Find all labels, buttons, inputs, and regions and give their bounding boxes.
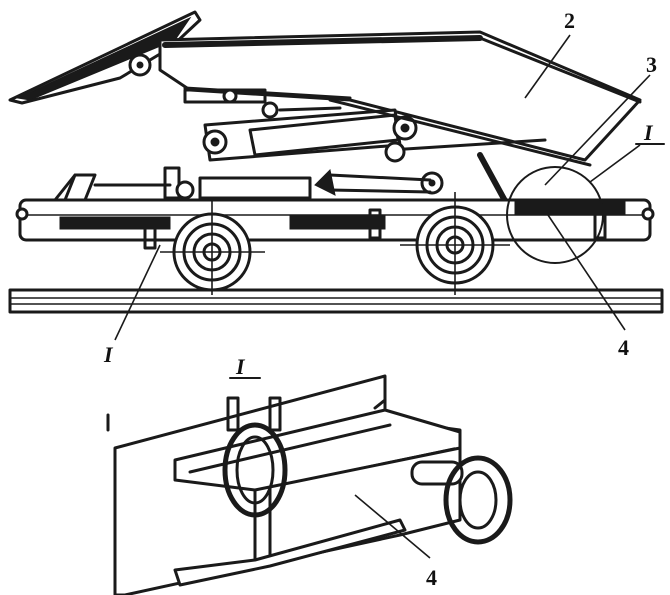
detail-leader-line <box>354 494 431 559</box>
detail-title: I <box>229 354 261 379</box>
label-part-3: 3 <box>646 52 657 77</box>
detail-chain-link-vertical <box>222 396 288 518</box>
linkage-arms <box>314 98 592 213</box>
detail-ref-bottom: I <box>103 342 114 367</box>
label-part-4-main: 4 <box>618 335 629 360</box>
wheel-left <box>160 200 265 295</box>
hydraulic-cylinder <box>202 101 418 162</box>
rail <box>8 288 664 314</box>
detail-rail-profile <box>173 398 462 587</box>
leader-lines <box>114 34 651 341</box>
detail-ref-right: I <box>635 120 665 145</box>
detail-ref-right-label: I <box>643 120 654 145</box>
detail-callout-circle <box>506 166 604 264</box>
chassis-frame <box>15 166 655 250</box>
label-part-2: 2 <box>564 8 575 33</box>
label-part-4-detail: 4 <box>426 565 437 590</box>
detail-title-label: I <box>235 354 246 379</box>
detail-chain-link-horizontal <box>410 455 513 545</box>
machine-side-view: 2 3 I 4 I <box>8 8 665 367</box>
boom-body <box>158 30 642 162</box>
detail-view: I <box>106 354 513 595</box>
wheel-right <box>400 192 510 295</box>
